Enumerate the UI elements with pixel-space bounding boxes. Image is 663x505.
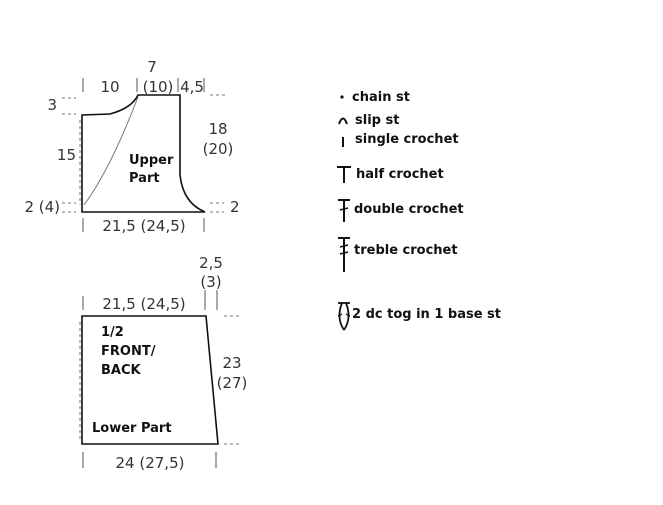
lower-label-3: BACK <box>101 363 142 378</box>
lower-slant-2: (3) <box>200 273 221 291</box>
upper-right-mid-2: (20) <box>203 140 234 158</box>
upper-left-top: 3 <box>47 96 57 114</box>
lower-part-label: Lower Part <box>92 421 172 436</box>
upper-left-bottom: 2 (4) <box>24 198 60 216</box>
legend-label-single: single crochet <box>355 132 459 147</box>
upper-part-diagram: 7 10 (10) 4,5 3 15 2 (4) 18 (20) 2 21,5 … <box>24 58 239 235</box>
upper-right-bottom: 2 <box>230 198 240 216</box>
legend-label-treble: treble crochet <box>354 243 458 258</box>
upper-right-mid-1: 18 <box>208 120 227 138</box>
upper-part-label-1: Upper <box>129 153 174 168</box>
lower-label-2: FRONT/ <box>101 344 156 359</box>
upper-left-mid: 15 <box>57 146 76 164</box>
lower-part-outline <box>81 315 219 445</box>
upper-top-middle: (10) <box>143 78 174 96</box>
t-icon <box>337 166 351 183</box>
legend-label-half: half crochet <box>356 167 444 182</box>
legend-label-slip: slip st <box>355 113 399 128</box>
lower-label-1: 1/2 <box>101 325 124 340</box>
arc-icon <box>338 117 348 125</box>
lower-part-diagram: 2,5 (3) 21,5 (24,5) 1/2 FRONT/ BACK 23 (… <box>79 254 248 472</box>
legend-label-dc-tog: 2 dc tog in 1 base st <box>352 307 501 322</box>
upper-part-label-2: Part <box>129 171 160 186</box>
upper-top-left: 10 <box>100 78 119 96</box>
dot-icon <box>340 95 344 99</box>
lower-right-1: 23 <box>222 354 241 372</box>
dagger-icon <box>338 199 350 222</box>
upper-bottom-width: 21,5 (24,5) <box>102 217 185 235</box>
lower-right-2: (27) <box>217 374 248 392</box>
double-dagger-icon <box>338 237 350 272</box>
upper-part-neckline-curve <box>83 96 139 206</box>
upper-part-outline <box>81 94 206 213</box>
legend-label-chain: chain st <box>352 90 410 105</box>
lower-bottom-width: 24 (27,5) <box>116 454 185 472</box>
upper-top-total: 7 <box>147 58 157 76</box>
upper-top-right: 4,5 <box>180 78 204 96</box>
stitch-legend: chain st slip st single crochet half cro… <box>337 90 501 331</box>
dc-cluster-icon <box>337 302 351 331</box>
lower-top-width: 21,5 (24,5) <box>102 295 185 313</box>
legend-label-double: double crochet <box>354 202 464 217</box>
lower-slant-1: 2,5 <box>199 254 223 272</box>
